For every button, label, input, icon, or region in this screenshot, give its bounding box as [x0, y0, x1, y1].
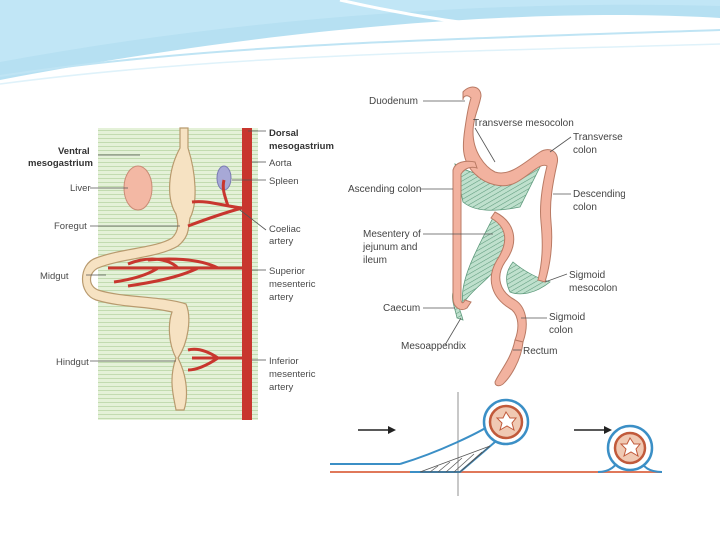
embryonic-gut-svg: Ventral mesogastrium Liver Foregut Midgu…	[28, 127, 334, 420]
label-superior-artery: artery	[269, 292, 294, 303]
arrow-right-icon	[574, 426, 612, 434]
label-inferior: Inferior	[269, 356, 299, 367]
label-mesentery-3: ileum	[363, 255, 387, 266]
left-leader-lines	[86, 130, 267, 362]
coeliac-artery	[187, 179, 243, 228]
label-caecum: Caecum	[383, 303, 420, 314]
label-inferior-mesenteric: mesenteric	[269, 369, 316, 380]
label-ascending-colon: Ascending colon	[348, 184, 421, 195]
sigmoid-mesocolon-shape	[506, 261, 551, 295]
label-aorta: Aorta	[269, 158, 292, 169]
label-sigmoid-colon: Sigmoid	[549, 312, 585, 323]
label-transverse-colon: Transverse	[573, 132, 623, 143]
label-superior: Superior	[269, 266, 305, 277]
right-leader-lines	[421, 100, 572, 351]
fusion-triangle	[419, 445, 491, 473]
label-descending-colon: Descending	[573, 189, 625, 200]
embryonic-gut-diagram: Ventral mesogastrium Liver Foregut Midgu…	[28, 118, 340, 420]
label-superior-mesenteric: mesenteric	[269, 279, 316, 290]
mesentery-left-blue	[399, 423, 493, 465]
inferior-mesenteric-artery	[187, 347, 242, 372]
label-spleen: Spleen	[269, 176, 299, 187]
label-sigmoid-colon-2: colon	[549, 325, 573, 336]
mesentery-fusion-diagram	[330, 392, 662, 500]
rectum-tube	[494, 339, 524, 387]
label-sigmoid-mesocolon-2: mesocolon	[569, 283, 617, 294]
liver-shape	[123, 165, 153, 211]
label-inferior-artery: artery	[269, 382, 294, 393]
label-midgut: Midgut	[40, 271, 69, 282]
label-foregut: Foregut	[54, 221, 87, 232]
aorta-vessel	[242, 128, 252, 420]
label-mesentery-2: jejunum and	[362, 242, 417, 253]
colon-lumen-star-2	[619, 437, 642, 458]
label-ventral: Ventral	[58, 146, 90, 157]
superior-mesenteric-artery	[108, 257, 242, 288]
label-mesoappendix: Mesoappendix	[401, 341, 466, 352]
colon-lumen-star-1	[495, 411, 518, 432]
label-liver: Liver	[70, 183, 91, 194]
colon-mesentery-diagram: Duodenum Transverse mesocolon Transverse…	[345, 82, 625, 390]
label-hindgut: Hindgut	[56, 357, 89, 368]
colon-mesentery-svg: Duodenum Transverse mesocolon Transverse…	[348, 86, 625, 387]
label-dorsal-mesogastrium: mesogastrium	[269, 141, 334, 152]
mesentery-right-blue	[410, 435, 503, 473]
label-sigmoid-mesocolon: Sigmoid	[569, 270, 605, 281]
label-mesentery: Mesentery of	[363, 229, 421, 240]
label-coeliac: Coeliac	[269, 224, 301, 235]
label-descending-colon-2: colon	[573, 202, 597, 213]
label-rectum: Rectum	[523, 346, 557, 357]
label-duodenum: Duodenum	[369, 96, 418, 107]
label-coeliac-artery: artery	[269, 236, 294, 247]
gut-tube	[82, 127, 196, 411]
colon-tube	[462, 86, 559, 283]
label-ventral-mesogastrium: mesogastrium	[28, 158, 93, 169]
ascending-colon-tube	[452, 160, 478, 311]
label-dorsal: Dorsal	[269, 128, 299, 139]
mesentery-fusion-svg	[330, 392, 662, 496]
arrow-right-icon	[358, 426, 396, 434]
fusion-hatch	[429, 451, 483, 473]
label-transverse-colon-2: colon	[573, 145, 597, 156]
slide-header-banner	[0, 0, 720, 85]
label-transverse-mesocolon: Transverse mesocolon	[473, 118, 574, 129]
